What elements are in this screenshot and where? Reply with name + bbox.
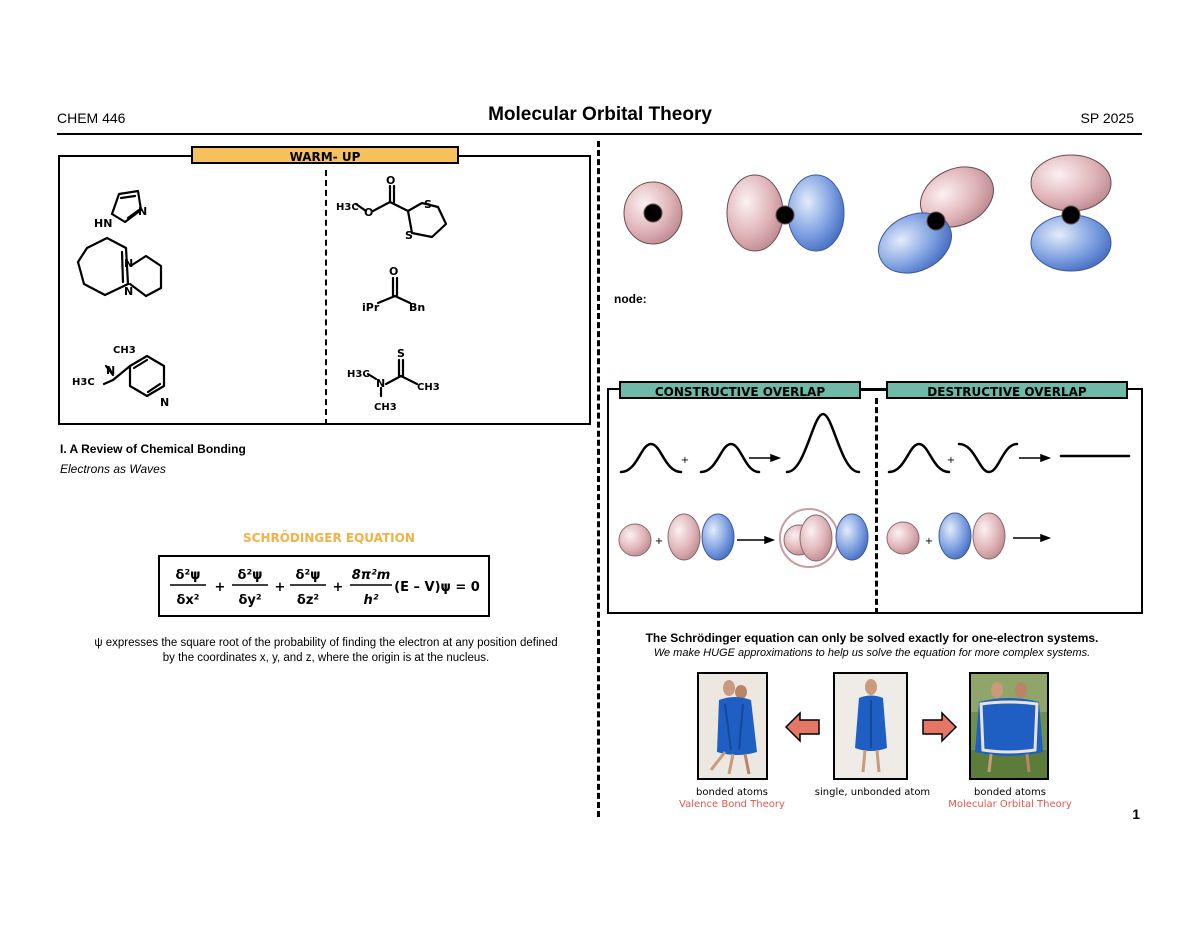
page-number: 1 <box>1132 806 1140 822</box>
thioamide-ch3-bottom: CH3 <box>374 402 397 413</box>
wave-inverted <box>957 442 1019 474</box>
warmup-structures: HN N N N N CH3 H3C N H3C <box>72 174 448 413</box>
schrodinger-equation: δ²ψ δx² + δ²ψ δy² + δ²ψ δz² + 8π²m h² (E… <box>170 568 480 608</box>
term2-denominator: δy² <box>238 593 261 608</box>
couple-shared-robe-image <box>971 674 1047 778</box>
course-code: CHEM 446 <box>57 110 126 126</box>
single-person-image <box>855 679 887 773</box>
arrow-right-icon <box>922 711 958 743</box>
wave-sum <box>785 412 861 474</box>
wave-1 <box>619 442 683 474</box>
plus-sign-3: + <box>655 536 663 547</box>
term4-numerator: 8π²m <box>352 568 391 583</box>
dithiane-ester-structure: H3C O O S S <box>336 174 448 242</box>
p-orbital-vertical <box>1030 154 1112 272</box>
orbital-diagrams <box>623 154 1112 274</box>
plus-2: + <box>275 580 286 595</box>
term1-numerator: δ²ψ <box>176 568 201 583</box>
column-divider <box>597 141 600 817</box>
thioamide-n: N <box>376 377 385 390</box>
dithiane-s1: S <box>424 198 432 211</box>
psi-explanation: ψ expresses the square root of the proba… <box>70 636 582 666</box>
psi-explanation-line1: ψ expresses the square root of the proba… <box>94 637 558 649</box>
wave-2 <box>699 442 761 474</box>
p-lobe-blue-combined <box>835 513 869 561</box>
ketone-ipr: iPr <box>362 301 380 314</box>
plus-sign-2: + <box>947 455 955 466</box>
equation-tail: (E – V)ψ = 0 <box>394 580 480 595</box>
s-lobe-2 <box>886 521 920 555</box>
p-orbital-horizontal <box>726 174 845 252</box>
caption-molecular-orbital: Molecular Orbital Theory <box>948 799 1072 810</box>
term-label: SP 2025 <box>1080 110 1134 126</box>
p-lobe-pink-1 <box>667 513 701 561</box>
p-orbital-diagonal <box>878 166 994 274</box>
dbu-n2: N <box>124 285 133 298</box>
ketone-bn: Bn <box>409 301 425 314</box>
ester-o: O <box>364 206 373 219</box>
page-title: Molecular Orbital Theory <box>488 104 712 125</box>
psi-explanation-line2: by the coordinates x, y, and z, where th… <box>162 652 490 664</box>
term3-denominator: δz² <box>297 593 319 608</box>
overlap-diagrams: + + + + <box>618 412 1131 568</box>
imidazole-structure: HN N <box>94 189 147 230</box>
plus-1: + <box>215 580 226 595</box>
s-orbital <box>623 181 683 245</box>
photo-bonded-vb <box>697 672 768 780</box>
plus-3: + <box>333 580 344 595</box>
caption-right: bonded atoms <box>974 787 1046 798</box>
term4-denominator: h² <box>364 593 379 608</box>
note-approximations: We make HUGE approximations to help us s… <box>653 647 1091 659</box>
dbu-n1: N <box>124 257 133 270</box>
dmap-n-pyridine: N <box>160 396 169 409</box>
plus-sign-1: + <box>681 455 689 466</box>
constructive-overlap-tag: CONSTRUCTIVE OVERLAP <box>619 381 861 399</box>
dmap-h3c: H3C <box>72 377 95 388</box>
ester-h3c: H3C <box>336 202 359 213</box>
photo-single-atom <box>833 672 908 780</box>
p-lobe-blue-1 <box>701 513 735 561</box>
carbonyl-o: O <box>386 174 395 187</box>
term2-numerator: δ²ψ <box>238 568 263 583</box>
s-lobe-1 <box>618 523 652 557</box>
wave-3 <box>887 442 951 474</box>
caption-middle: single, unbonded atom <box>814 787 931 798</box>
photo-bonded-mo <box>969 672 1049 780</box>
schrodinger-heading: SCHRÖDINGER EQUATION <box>243 531 415 545</box>
caption-left: bonded atoms <box>696 787 768 798</box>
thioamide-h3c: H3C <box>347 369 370 380</box>
ketone-structure: O iPr Bn <box>362 265 425 314</box>
note-exact-solution: The Schrödinger equation can only be sol… <box>645 631 1099 645</box>
dmap-ch3: CH3 <box>113 345 136 356</box>
term1-denominator: δx² <box>176 593 199 608</box>
dmap-n-amine: N <box>106 364 115 377</box>
couple-hugging-image <box>709 680 757 775</box>
arrow-left-icon <box>784 711 820 743</box>
p-lobe-pink-2 <box>972 512 1006 560</box>
section-subtitle: Electrons as Waves <box>60 462 166 476</box>
header-rule <box>57 133 1142 135</box>
overlap-divider <box>875 398 878 614</box>
plus-sign-4: + <box>925 536 933 547</box>
caption-valence-bond: Valence Bond Theory <box>679 799 785 810</box>
section-title: I. A Review of Chemical Bonding <box>60 442 246 456</box>
dmap-structure: N CH3 H3C N <box>72 345 169 409</box>
warmup-divider <box>325 170 327 425</box>
dbu-structure: N N <box>76 236 163 298</box>
p-lobe-pink-combined <box>799 514 833 562</box>
ketone-o: O <box>389 265 398 278</box>
node-label: node: <box>614 292 647 306</box>
warmup-tag: WARM- UP <box>191 146 459 164</box>
p-lobe-blue-2 <box>938 512 972 560</box>
term3-numerator: δ²ψ <box>296 568 321 583</box>
thioamide-structure: S N H3C CH3 CH3 <box>347 347 440 413</box>
dithiane-s2: S <box>405 229 413 242</box>
tag-connector <box>861 389 886 391</box>
destructive-overlap-tag: DESTRUCTIVE OVERLAP <box>886 381 1128 399</box>
imidazole-nh: HN <box>94 217 112 230</box>
thioamide-s: S <box>397 347 405 360</box>
imidazole-n: N <box>138 205 147 218</box>
thioamide-ch3-right: CH3 <box>417 382 440 393</box>
equation-box <box>158 555 490 617</box>
